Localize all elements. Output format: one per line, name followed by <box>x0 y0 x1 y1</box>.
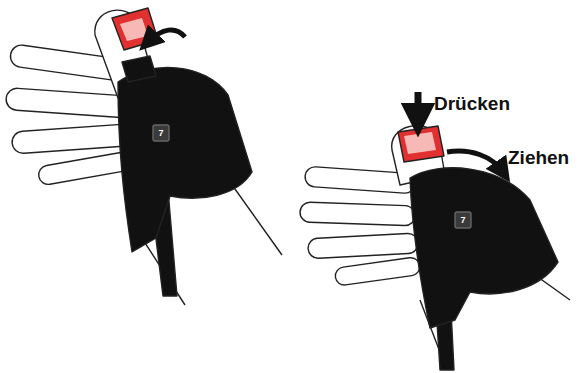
action-label: Ziehen <box>508 148 569 167</box>
action-label: Drücken <box>434 94 510 113</box>
left-hand <box>5 8 282 305</box>
right-hand <box>300 92 570 370</box>
callout-number: 7 <box>154 129 168 138</box>
callout-number: 7 <box>456 216 470 225</box>
